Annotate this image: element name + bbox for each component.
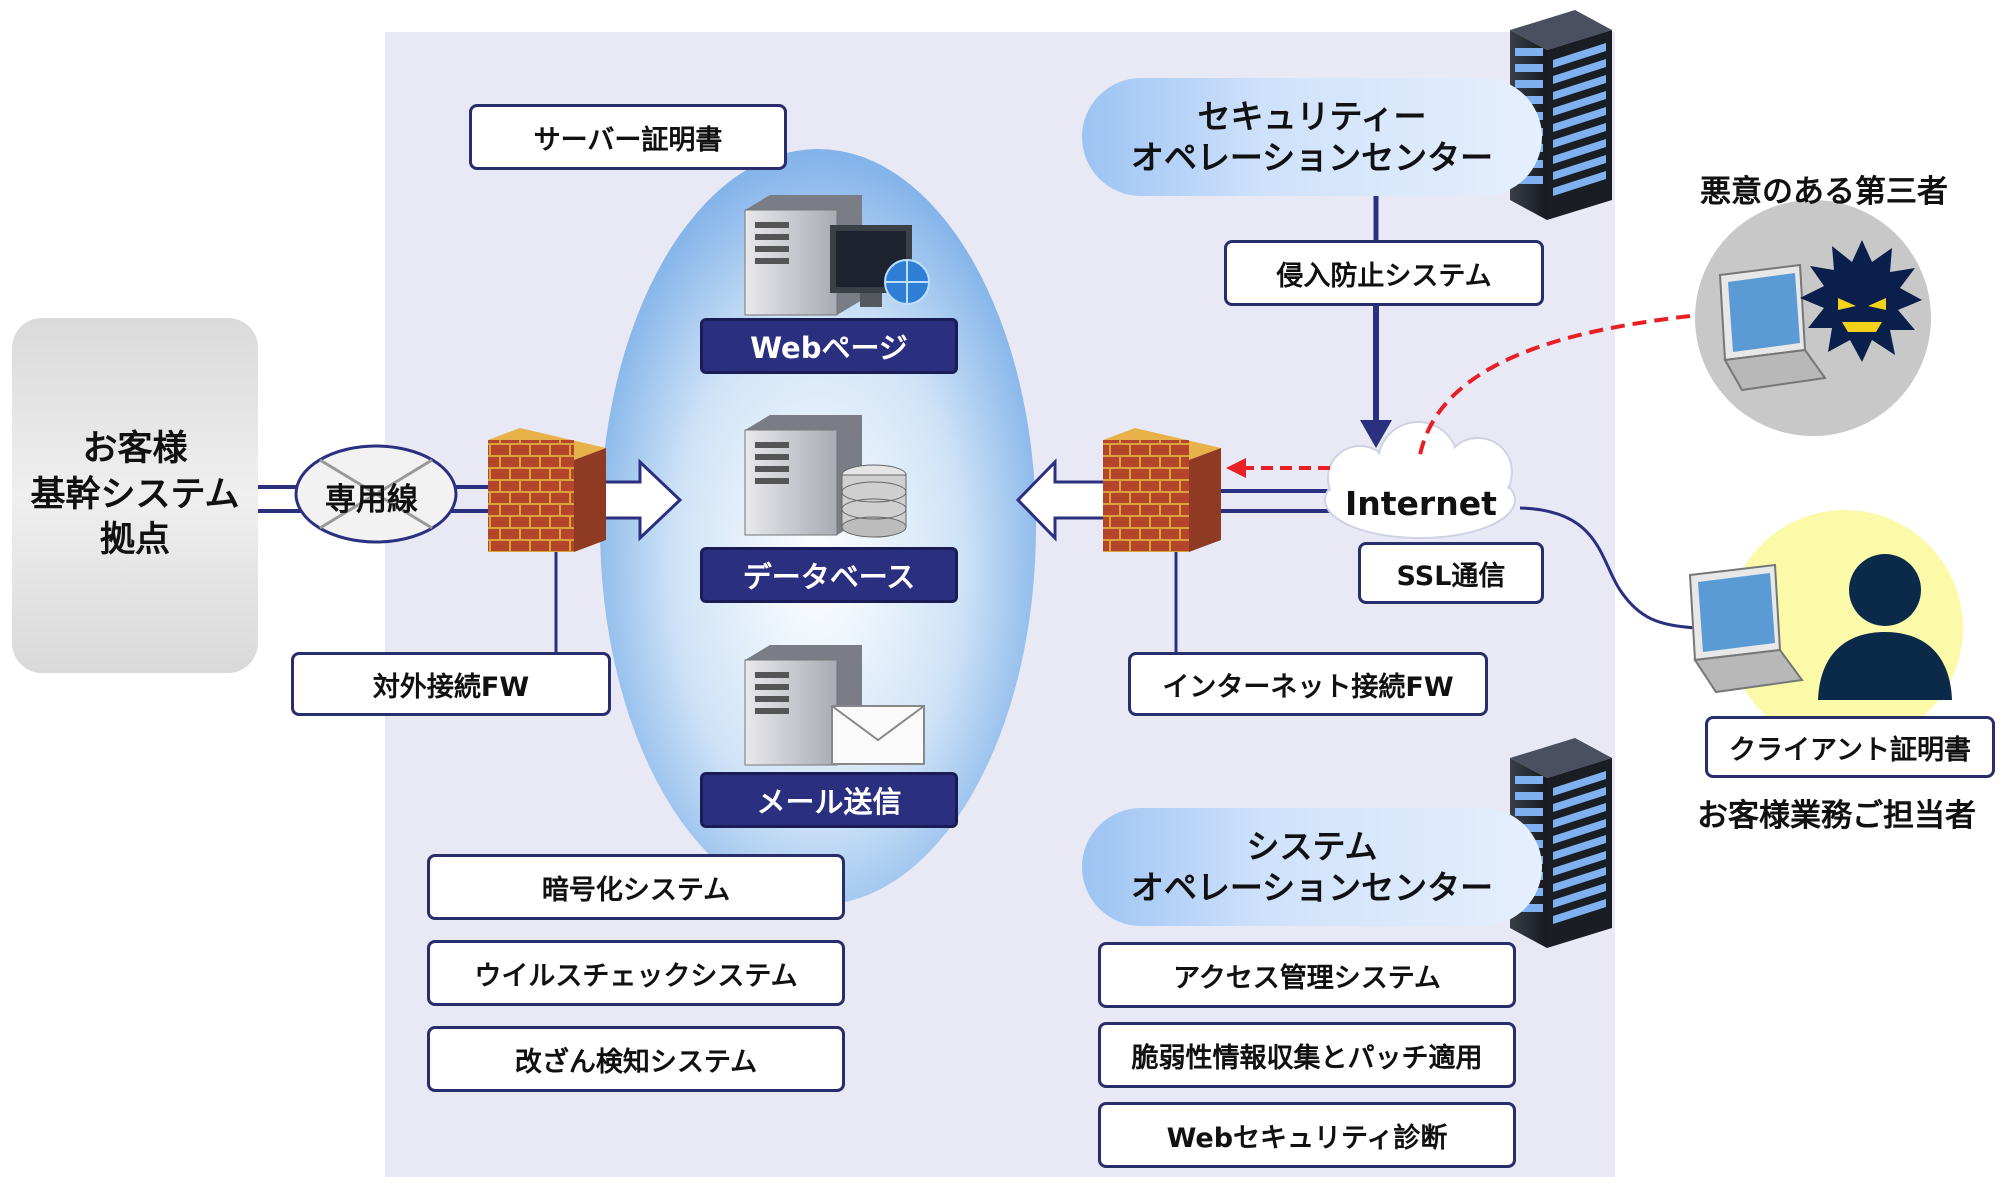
- sys-oc-line1: システム: [1246, 826, 1378, 866]
- firewall-left-icon: [488, 428, 606, 552]
- right-system-item: アクセス管理システム: [1098, 942, 1516, 1008]
- ssl-box: SSL通信: [1358, 542, 1544, 604]
- web-server-icon: [744, 195, 930, 316]
- database-label: データベース: [700, 547, 958, 603]
- customer-site-line3: 拠点: [99, 520, 170, 561]
- system-operation-center: システム オペレーションセンター: [1082, 808, 1542, 926]
- left-system-item: 改ざん検知システム: [427, 1026, 845, 1092]
- client-connection: [1519, 506, 1696, 630]
- client-certificate-box: クライアント証明書: [1705, 716, 1995, 778]
- client-laptop-icon: [1688, 563, 1804, 694]
- database-server-icon: [744, 415, 907, 538]
- dedicated-line-label: 専用線: [325, 482, 418, 518]
- right-system-item: Webセキュリティ診断: [1098, 1102, 1516, 1168]
- right-system-item: 脆弱性情報収集とパッチ適用: [1098, 1022, 1516, 1088]
- arrow-into-dmz-left: [598, 458, 683, 542]
- customer-site-line2: 基幹システム: [30, 474, 240, 515]
- sys-oc-line2: オペレーションセンター: [1130, 868, 1494, 907]
- malicious-figure-icon: [1800, 240, 1922, 362]
- server-certificate-box: サーバー証明書: [469, 104, 787, 170]
- left-system-item: 暗号化システム: [427, 854, 845, 920]
- customer-site-line1: お客様: [82, 429, 188, 470]
- firewall-right-icon: [1103, 428, 1221, 552]
- mail-send-label: メール送信: [700, 772, 958, 828]
- attack-path: [1418, 314, 1691, 456]
- soc-line1: セキュリティー: [1197, 96, 1427, 136]
- security-operation-center: セキュリティー オペレーションセンター: [1082, 78, 1542, 196]
- operator-label: お客様業務ご担当者: [1697, 798, 1976, 834]
- left-system-item: ウイルスチェックシステム: [427, 940, 845, 1006]
- attacker-laptop-icon: [1718, 263, 1827, 392]
- customer-site-box: お客様 基幹システム 拠点: [12, 318, 258, 673]
- arrow-into-dmz-right: [1015, 458, 1107, 542]
- mail-server-icon: [744, 645, 925, 766]
- web-page-label: Webページ: [700, 318, 958, 374]
- soc-line2: オペレーションセンター: [1130, 138, 1494, 177]
- client-user-icon: [1818, 554, 1952, 700]
- ips-box: 侵入防止システム: [1224, 240, 1544, 306]
- internet-fw-box: インターネット接続FW: [1128, 652, 1488, 716]
- attacker-label: 悪意のある第三者: [1700, 174, 1948, 210]
- internet-cloud-icon: [1324, 421, 1516, 539]
- internet-label: Internet: [1345, 484, 1497, 523]
- external-fw-box: 対外接続FW: [291, 652, 611, 716]
